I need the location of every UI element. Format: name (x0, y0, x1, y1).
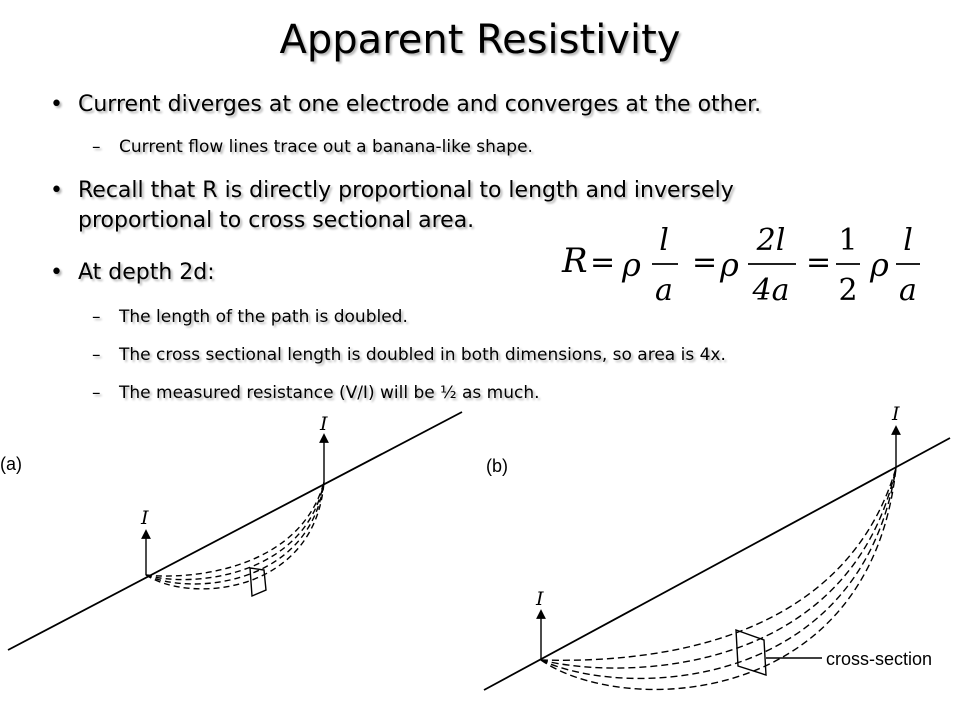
eq-lhs: R (561, 241, 588, 281)
resistance-equation: R = = = ρ ρ ρ l a 2l 4a l a 1 2 (561, 223, 920, 308)
eq-t3-numerator: 1 (838, 223, 857, 258)
bullet-1: • Current diverges at one electrode and … (50, 90, 870, 120)
eq-t3-denominator: 2 (838, 273, 857, 308)
bullet-3-sub-3-text: The measured resistance (V/I) will be ½ … (119, 383, 540, 403)
bullet-dot: • (50, 260, 63, 285)
cross-section-label: cross-section (826, 649, 932, 669)
bullet-3-sub-2-text: The cross sectional length is doubled in… (119, 345, 726, 365)
bullet-3-sub-1-text: The length of the path is doubled. (119, 307, 408, 327)
bullet-1-sub-1-text: Current flow lines trace out a banana-li… (119, 137, 533, 157)
eq-rho: ρ (621, 246, 641, 284)
current-label: I (891, 403, 900, 425)
bullet-3-sub-1: – The length of the path is doubled. (92, 304, 912, 330)
bullet-3-sub-2: – The cross sectional length is doubled … (92, 342, 912, 368)
cross-section-shape (249, 567, 267, 598)
eq-t2-denominator: 4a (752, 273, 790, 308)
panel-b-label: (b) (486, 456, 508, 476)
panel-a-label: (a) (0, 454, 22, 474)
bullet-1-sub-1: – Current flow lines trace out a banana-… (92, 134, 912, 160)
page-title: Apparent Resistivity (279, 17, 681, 63)
panel-b: (b) I I cross-section (483, 403, 951, 691)
current-flow-lines (145, 481, 325, 590)
sub-dash: – (92, 345, 101, 365)
bullet-3: • At depth 2d: (50, 258, 870, 288)
bullet-2-text: Recall that R is directly proportional t… (78, 178, 734, 233)
bullet-1-text: Current diverges at one electrode and co… (78, 92, 762, 117)
ground-surface-line (7, 411, 463, 651)
eq-t1-numerator: l (659, 223, 669, 258)
current-label: I (140, 507, 149, 529)
current-flow-figure: (a) I I (b) I I cross-section (0, 403, 951, 691)
current-label: I (535, 588, 544, 610)
eq-equals: = (692, 245, 717, 280)
eq-equals: = (806, 245, 831, 280)
sub-dash: – (92, 383, 101, 403)
eq-t1-denominator: a (655, 273, 673, 308)
eq-equals: = (590, 245, 615, 280)
sub-dash: – (92, 307, 101, 327)
eq-rho: ρ (719, 246, 739, 284)
eq-t2-numerator: 2l (756, 223, 786, 258)
eq-t4-numerator: l (903, 223, 913, 258)
bullet-3-sub-3: – The measured resistance (V/I) will be … (92, 380, 912, 406)
sub-dash: – (92, 137, 101, 157)
current-label: I (319, 413, 328, 435)
ground-surface-line (483, 437, 951, 691)
cross-section-shape (735, 628, 767, 676)
panel-a: (a) I I (0, 411, 463, 651)
current-flow-lines (540, 467, 897, 691)
eq-t4-denominator: a (899, 273, 917, 308)
bullet-dot: • (50, 92, 63, 117)
bullet-2: • Recall that R is directly proportional… (50, 176, 870, 236)
bullet-3-text: At depth 2d: (78, 260, 215, 285)
eq-rho: ρ (869, 246, 889, 284)
bullet-dot: • (50, 178, 63, 203)
